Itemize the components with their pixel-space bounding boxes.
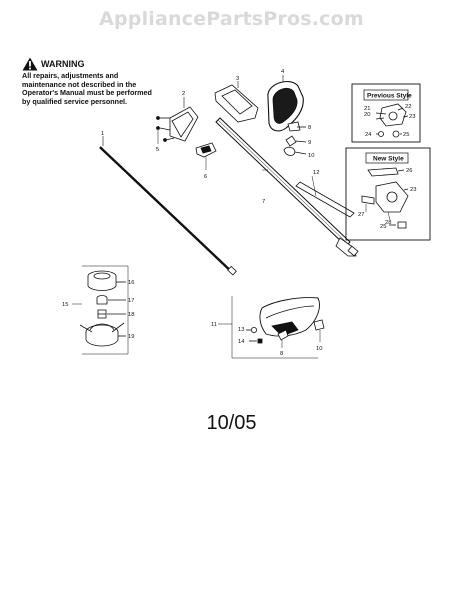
callout-27: 27 [358,212,364,218]
callout-25-new: 25 [380,224,386,230]
callout-8-shield: 8 [280,351,283,357]
callout-4: 4 [281,69,285,75]
drive-shaft-part [99,136,237,276]
callout-10-shield: 10 [316,346,322,352]
shaft-sleeve-part [295,175,355,218]
clamp-part [195,142,217,170]
callout-labels: 1 2 3 4 5 6 7 8 9 10 11 12 13 14 15 16 1… [62,69,416,357]
callout-23-new: 23 [410,187,416,193]
callout-21: 21 [364,106,370,112]
warning-block: WARNING All repairs, adjustments and mai… [22,57,152,106]
shaft-tube-part [215,117,359,257]
callout-12: 12 [313,170,319,176]
callout-14: 14 [238,339,245,345]
new-style-title: New Style [373,156,404,163]
callout-16: 16 [128,280,134,286]
callout-10: 10 [308,153,314,159]
callout-5: 5 [156,147,159,153]
warning-title: WARNING [41,59,85,69]
callout-7: 7 [262,199,265,205]
previous-style-box [351,83,421,143]
previous-style-title: Previous Style [367,93,412,100]
date-code: 10/05 [206,412,257,434]
callout-23: 23 [409,114,415,120]
callout-20: 20 [364,112,370,118]
callout-11: 11 [211,322,217,328]
warning-header: WARNING [22,57,152,71]
handle-bracket-part [156,97,199,144]
callout-25: 25 [403,132,409,138]
callout-9: 9 [308,140,311,146]
callout-1: 1 [101,131,104,137]
new-style-box [345,147,431,241]
callout-17: 17 [128,298,134,304]
callout-18: 18 [128,312,134,318]
callout-28: 28 [385,220,391,226]
trimmer-head-group [72,265,129,355]
throttle-housing-part [214,81,259,123]
trigger-parts [283,121,307,156]
callout-19: 19 [128,334,134,340]
warning-triangle-icon [22,57,38,71]
debris-shield-group [218,296,325,359]
callout-2: 2 [182,91,185,97]
callout-22: 22 [405,104,411,110]
callout-3: 3 [236,76,239,82]
rear-handle-part [267,75,304,132]
callout-13: 13 [238,327,244,333]
callout-24: 24 [365,132,372,138]
warning-text: All repairs, adjustments and maintenance… [22,71,152,106]
callout-15: 15 [62,302,68,308]
callout-26: 26 [406,168,412,174]
callout-8: 8 [308,125,311,131]
callout-6: 6 [204,174,207,180]
watermark: AppliancePartsPros.com [99,8,364,30]
